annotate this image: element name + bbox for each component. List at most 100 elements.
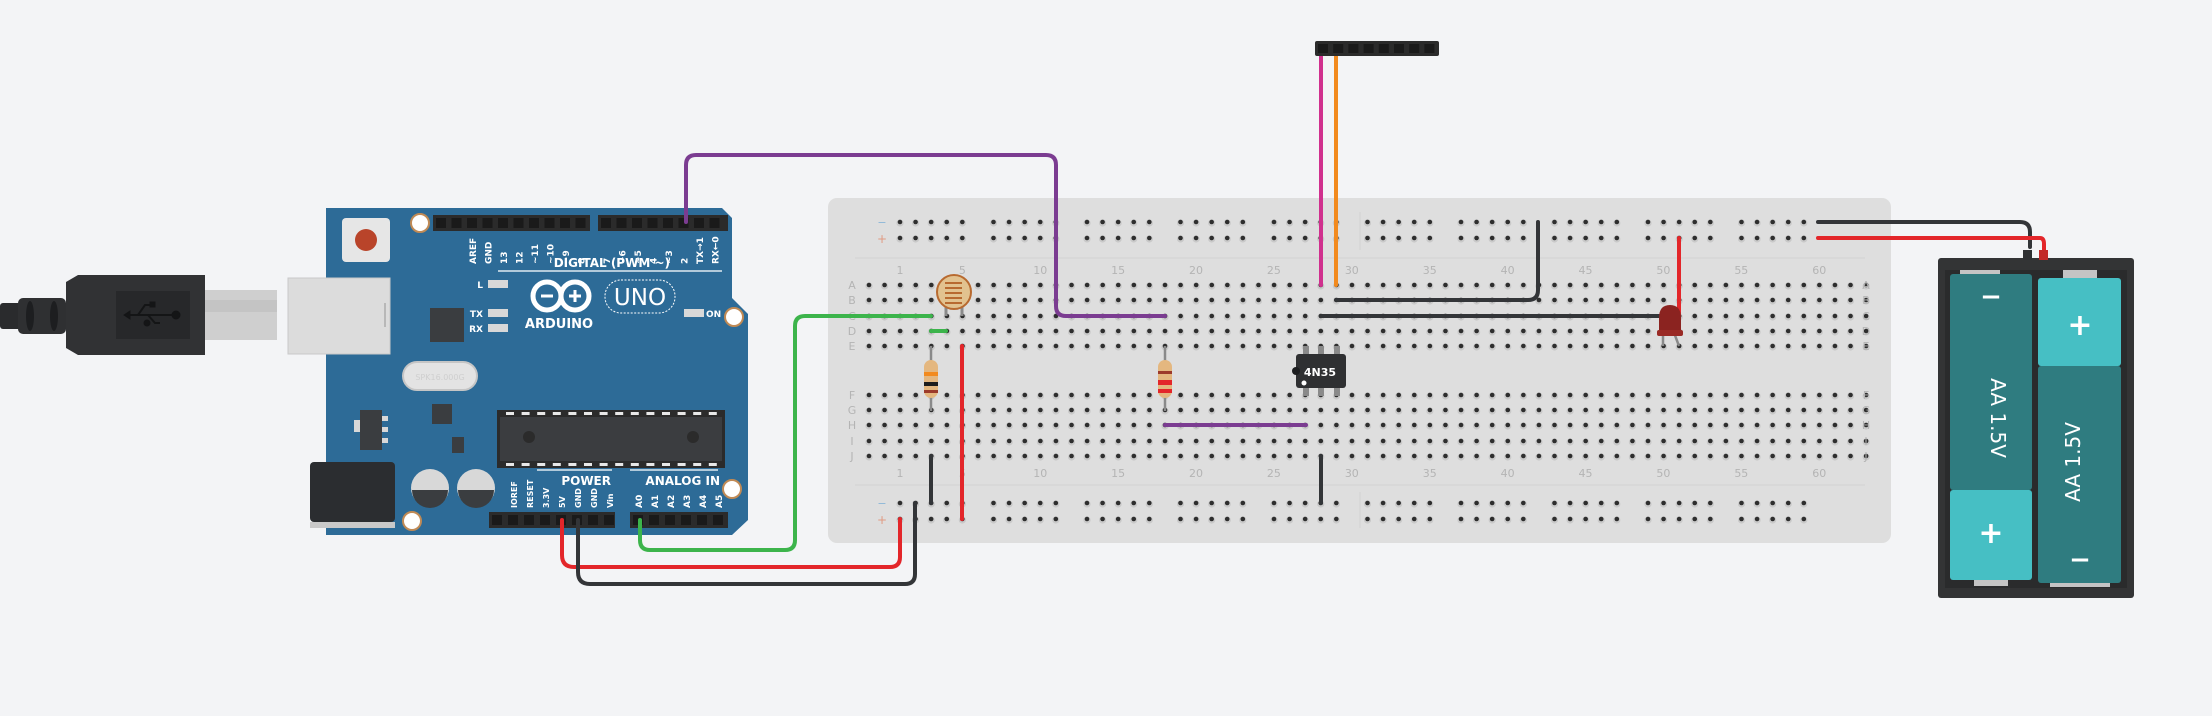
power-pin-label: Vin xyxy=(606,493,615,508)
breadboard-hole-center xyxy=(1022,235,1027,241)
breadboard-hole-center xyxy=(1271,392,1277,398)
photoresistor[interactable] xyxy=(936,274,972,316)
resistor[interactable] xyxy=(924,346,938,411)
breadboard-hole-center xyxy=(991,500,996,506)
wire-red-rail-to-battery[interactable] xyxy=(1816,236,2046,252)
analog-socket[interactable] xyxy=(697,515,707,525)
header-socket[interactable] xyxy=(694,218,704,228)
digital-pin-label: ~5 xyxy=(634,250,644,264)
header-socket[interactable] xyxy=(601,218,611,228)
reset-button-cap[interactable] xyxy=(355,229,377,251)
breadboard-hole-center xyxy=(1708,422,1713,428)
power-pin-sockets[interactable] xyxy=(492,515,723,525)
power-socket[interactable] xyxy=(540,515,550,525)
wire-black-rail-to-battery[interactable] xyxy=(1816,220,2032,249)
arduino-logo-icon xyxy=(530,279,592,313)
breadboard-hole-center xyxy=(1022,438,1028,444)
battery-right[interactable]: + − AA 1.5V xyxy=(2038,270,2121,587)
header-socket[interactable] xyxy=(663,218,673,228)
breadboard-hole-center xyxy=(882,407,887,413)
chip-pin xyxy=(537,412,546,415)
header-socket[interactable] xyxy=(616,218,627,228)
header-socket[interactable] xyxy=(436,218,446,228)
header-pin-socket[interactable] xyxy=(1378,44,1389,53)
analog-socket[interactable] xyxy=(665,515,675,525)
pin-header-body xyxy=(1315,41,1439,56)
breadboard-hole-center xyxy=(1193,297,1199,303)
header-socket[interactable] xyxy=(513,218,524,228)
header-pin-socket[interactable] xyxy=(1363,44,1374,53)
wire-black-gnd-to-rail[interactable] xyxy=(576,501,917,586)
header-socket[interactable] xyxy=(544,218,555,228)
wire-purple-pin2-to-breadboard[interactable] xyxy=(684,153,1167,318)
breadboard-hole-center xyxy=(1302,453,1308,459)
power-socket[interactable] xyxy=(588,515,598,525)
header-socket[interactable] xyxy=(632,218,642,228)
breadboard-hole-center xyxy=(1006,422,1012,428)
header-socket[interactable] xyxy=(709,218,720,228)
breadboard-hole-center xyxy=(1209,516,1214,522)
header-pin-socket[interactable] xyxy=(1424,44,1435,53)
breadboard-hole-center xyxy=(1645,453,1651,459)
battery-left[interactable]: − + AA 1.5V xyxy=(1950,270,2032,586)
usb-cable[interactable] xyxy=(0,275,277,355)
breadboard-hole-center xyxy=(944,219,950,225)
resistor-band xyxy=(924,390,938,393)
header-socket[interactable] xyxy=(467,218,477,228)
header-socket[interactable] xyxy=(482,218,493,228)
breadboard-hole-center xyxy=(1583,438,1588,444)
pin-header-8[interactable] xyxy=(1315,41,1439,56)
optocoupler-4n35[interactable]: 4N35 xyxy=(1292,346,1346,396)
breadboard-hole-center xyxy=(975,343,981,349)
pin-header-sockets[interactable] xyxy=(1318,44,1435,53)
breadboard-hole-center xyxy=(1583,453,1588,459)
breadboard-hole-center xyxy=(1038,313,1043,319)
red-led[interactable] xyxy=(1657,305,1683,347)
battery-right-cap xyxy=(2038,278,2121,366)
breadboard-hole-center xyxy=(1178,219,1183,225)
header-pin-socket[interactable] xyxy=(1318,44,1328,53)
breadboard-hole-center xyxy=(1692,313,1698,319)
analog-socket[interactable] xyxy=(649,515,659,525)
chip-pin xyxy=(662,412,670,415)
header-socket[interactable] xyxy=(529,218,539,228)
power-socket[interactable] xyxy=(492,515,502,525)
power-header[interactable] xyxy=(489,512,615,528)
breadboard[interactable]: − + − + 11551010151520202525303035354040… xyxy=(828,198,1891,543)
breadboard-hole-center xyxy=(1100,328,1105,334)
column-label-top: 55 xyxy=(1734,264,1748,277)
row-label: J xyxy=(1863,450,1867,463)
header-pin-socket[interactable] xyxy=(1333,44,1344,53)
header-socket[interactable] xyxy=(678,218,689,228)
breadboard-hole-center xyxy=(1458,422,1464,428)
power-socket[interactable] xyxy=(524,515,534,525)
dc-power-jack[interactable] xyxy=(310,462,395,522)
analog-socket[interactable] xyxy=(713,515,723,525)
battery-contact xyxy=(1960,270,2000,274)
power-socket[interactable] xyxy=(508,515,518,525)
digital-pin-sockets[interactable] xyxy=(436,218,720,228)
battery-pack-2xaa[interactable]: − + AA 1.5V + − AA 1.5V xyxy=(1938,250,2134,598)
analog-socket[interactable] xyxy=(681,515,691,525)
header-pin-socket[interactable] xyxy=(1348,44,1359,53)
header-socket[interactable] xyxy=(575,218,586,228)
wire-black-b29-to-rail[interactable] xyxy=(1334,220,1540,302)
breadboard-hole-center xyxy=(1131,297,1137,303)
header-socket[interactable] xyxy=(560,218,570,228)
wire-red-5v-to-rail[interactable] xyxy=(560,517,902,569)
breadboard-hole-center xyxy=(1443,343,1448,349)
breadboard-holes[interactable] xyxy=(865,219,1870,524)
power-socket[interactable] xyxy=(604,515,614,525)
breadboard-hole-center xyxy=(991,453,996,459)
wire-green-a0-to-photoresistor[interactable] xyxy=(638,314,933,552)
resistor[interactable] xyxy=(1158,346,1172,411)
header-pin-socket[interactable] xyxy=(1409,44,1420,53)
header-pin-socket[interactable] xyxy=(1394,44,1404,53)
breadboard-hole-center xyxy=(1723,392,1729,398)
breadboard-hole-center xyxy=(1302,235,1308,241)
header-socket[interactable] xyxy=(451,218,462,228)
header-socket[interactable] xyxy=(647,218,658,228)
header-socket[interactable] xyxy=(498,218,508,228)
